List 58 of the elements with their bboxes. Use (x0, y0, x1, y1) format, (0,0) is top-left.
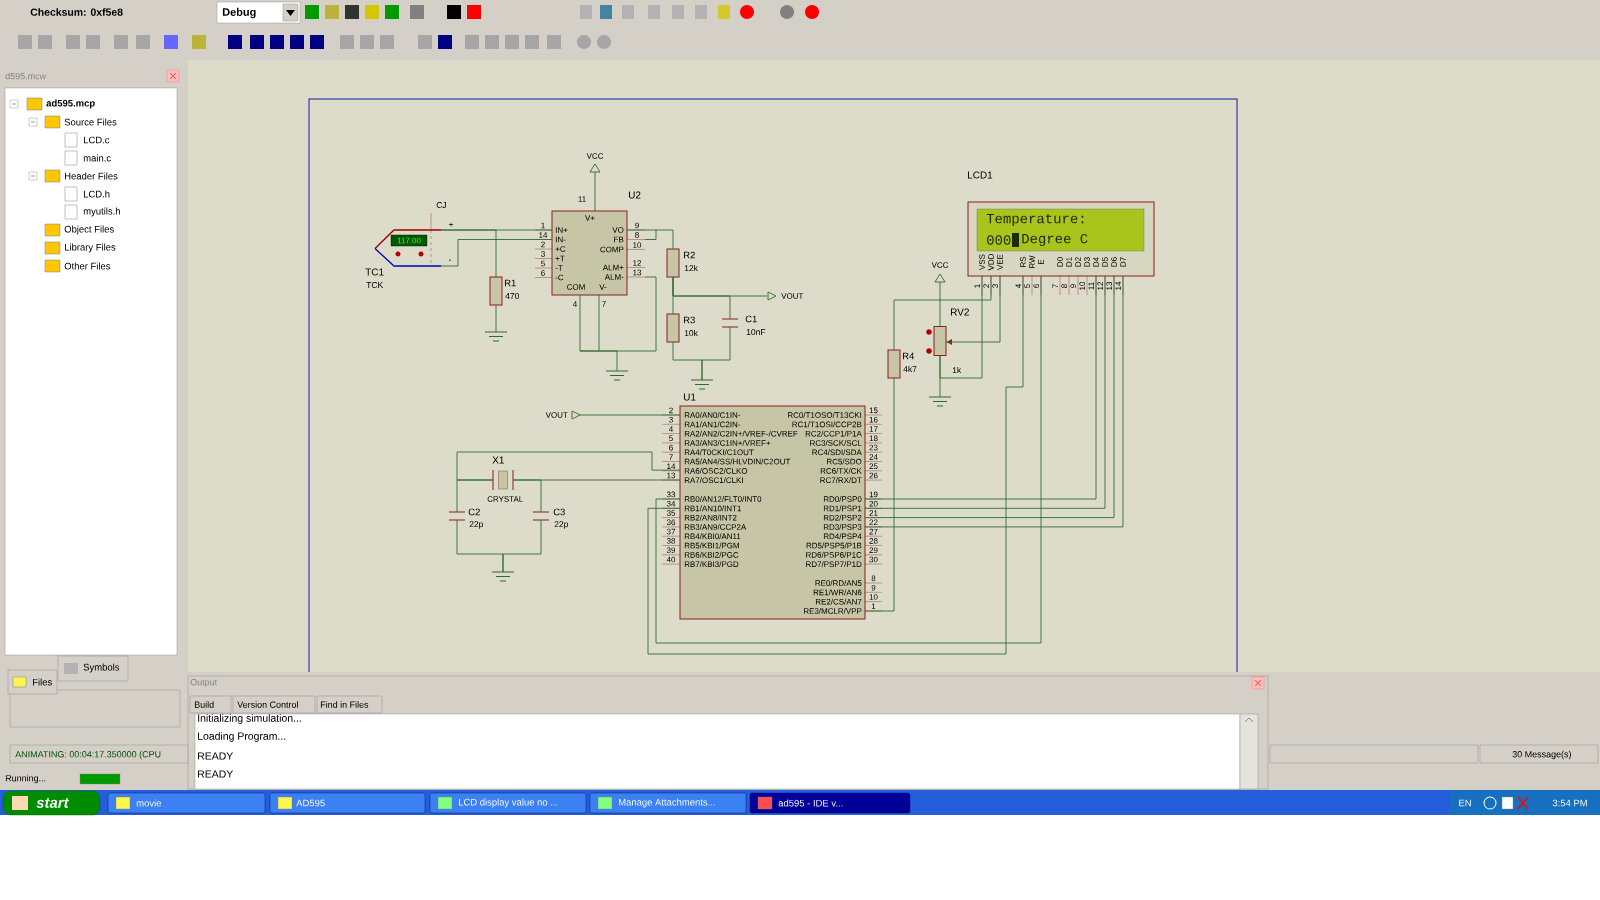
tree-item: Library Files (65, 243, 116, 253)
tree-item: Source Files (64, 118, 117, 126)
wire (456, 451, 681, 481)
panel-title: Output (190, 678, 218, 688)
ground-symbol (928, 396, 952, 407)
tree-item: Header Files (65, 172, 118, 180)
tree-item: main.c (83, 154, 111, 162)
wire (594, 171, 596, 212)
tree-item: LCD.c (84, 136, 110, 144)
panel-title: d595.mcw (5, 72, 47, 80)
tree-item: Other Files (64, 262, 111, 270)
clock-text: 3:54 PM (1552, 799, 1587, 807)
output-text: Initializing simulation... (198, 714, 301, 724)
tab: Find in Files (316, 695, 383, 714)
status-text: Checksum: 0xf5e8 (30, 8, 123, 16)
tab: Build (189, 695, 232, 714)
taskbar-button: LCD display value no ... (429, 792, 587, 814)
taskbar-button: movie (107, 792, 266, 814)
wire (701, 326, 731, 381)
ground-symbol (690, 379, 714, 390)
taskbar-button: ad595 - IDE v... (749, 792, 911, 814)
start-button: start (2, 790, 101, 816)
ground-symbol (484, 331, 508, 342)
wire (939, 281, 941, 327)
wire (939, 275, 983, 379)
status-field: ANIMATING: 00:04:17.350000 (CPU (9, 744, 189, 764)
output-text: READY (198, 752, 233, 760)
wire (495, 304, 497, 333)
wire (579, 414, 681, 416)
wire (579, 294, 618, 372)
taskbar-button: AD595 (269, 792, 426, 814)
wire (945, 275, 1001, 343)
wire (440, 229, 497, 278)
tree-item: Object Files (64, 225, 114, 235)
output-text: READY (198, 770, 233, 778)
wire (440, 239, 553, 267)
status-bar: 30 Message(s) (1269, 744, 1599, 764)
tab: Symbols (57, 655, 129, 682)
tab: Version Control (232, 695, 316, 714)
wire (512, 479, 542, 513)
dropdown: Debug (216, 1, 301, 24)
status-text: Running... (5, 774, 46, 784)
wire (456, 479, 494, 513)
tree-item: myutils.h (83, 207, 120, 217)
taskbar-button: Manage Attachments... (589, 792, 747, 814)
tree-item: LCD.h (84, 190, 110, 198)
ground-symbol (605, 370, 629, 381)
status-text: EN (1459, 799, 1471, 807)
wire (502, 519, 542, 573)
wire (893, 275, 992, 351)
ground-symbol (491, 571, 515, 582)
output-text: Loading Program... (198, 732, 286, 742)
tree-item: ad595.mcp (46, 99, 95, 109)
wire (864, 377, 895, 612)
tab: Files (7, 669, 58, 695)
wire (672, 276, 731, 320)
wire (626, 229, 674, 250)
node-label: LCD1 (968, 171, 993, 179)
